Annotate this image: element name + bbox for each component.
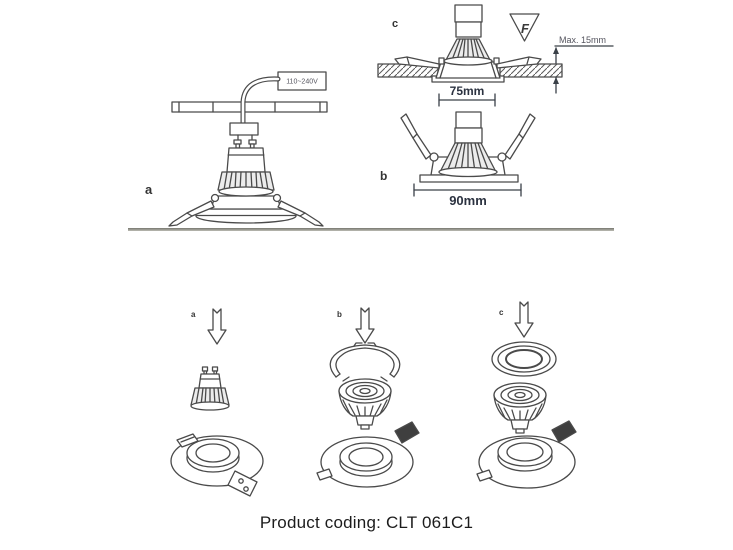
- spring-clip-left: [168, 200, 215, 227]
- cutout-dimension: [438, 93, 496, 107]
- down-arrow-icon: [207, 308, 227, 345]
- down-arrow-icon: [514, 301, 534, 338]
- view-label-b: b: [380, 169, 387, 183]
- f-mark-icon: [509, 13, 540, 42]
- gu10-lamp: [443, 4, 493, 66]
- mounting-rail: [171, 101, 328, 113]
- diagram-installed-side-view: a 110~240V: [145, 71, 328, 227]
- assembly-step-b: b: [316, 307, 420, 488]
- diagram-ceiling-section: c F Max. 15mm 75mm: [377, 4, 614, 107]
- diagram-fixture-front-view: b 90mm: [380, 111, 536, 208]
- step-label-c: c: [499, 308, 504, 317]
- down-arrow-icon: [355, 307, 375, 344]
- mounting-ring: [476, 420, 577, 489]
- clip-tab-lower-left: [476, 469, 493, 482]
- clip-tab-lower-right: [227, 470, 258, 497]
- clip-tab-dark: [551, 420, 577, 443]
- gu10-lamp: [190, 366, 230, 411]
- driver-voltage-label: 110~240V: [286, 79, 318, 86]
- gu10-lamp: [338, 378, 392, 430]
- f-mark-letter: F: [521, 21, 530, 36]
- step-label-b: b: [337, 310, 342, 319]
- power-cable: [240, 76, 281, 126]
- assembly-step-a: a: [170, 308, 264, 497]
- spring-clip-left: [400, 113, 432, 160]
- gu10-lamp: [438, 111, 498, 178]
- clip-tab-lower-left: [316, 468, 333, 481]
- retaining-clip: [329, 342, 401, 382]
- section-divider: [128, 228, 614, 231]
- view-label-c: c: [392, 18, 398, 30]
- cutout-dim-label: 75mm: [450, 84, 485, 98]
- assembly-step-c: c: [476, 301, 577, 489]
- gu10-lamp: [217, 139, 275, 197]
- spring-clip-right: [504, 113, 536, 160]
- outer-dim-label: 90mm: [449, 193, 487, 208]
- step-label-a: a: [191, 310, 196, 319]
- trim-ring: [491, 341, 557, 377]
- spring-clip-right: [277, 200, 324, 227]
- product-coding-caption: Product coding: CLT 061C1: [259, 513, 474, 532]
- clip-tab-dark: [394, 421, 420, 444]
- view-label-a: a: [145, 182, 153, 197]
- mounting-ring: [170, 433, 264, 497]
- recessed-fixture: [168, 193, 324, 227]
- max-recess-label: Max. 15mm: [559, 35, 606, 45]
- ceiling-cutaway: [377, 63, 563, 78]
- mounting-ring: [316, 421, 420, 488]
- thickness-dimension: [553, 45, 614, 94]
- spring-clip-right-flat: [493, 56, 542, 69]
- gu10-lamp: [493, 382, 547, 434]
- fixture-can: [431, 61, 505, 83]
- lamp-holder-box: [229, 122, 259, 136]
- outer-dimension: [413, 183, 522, 197]
